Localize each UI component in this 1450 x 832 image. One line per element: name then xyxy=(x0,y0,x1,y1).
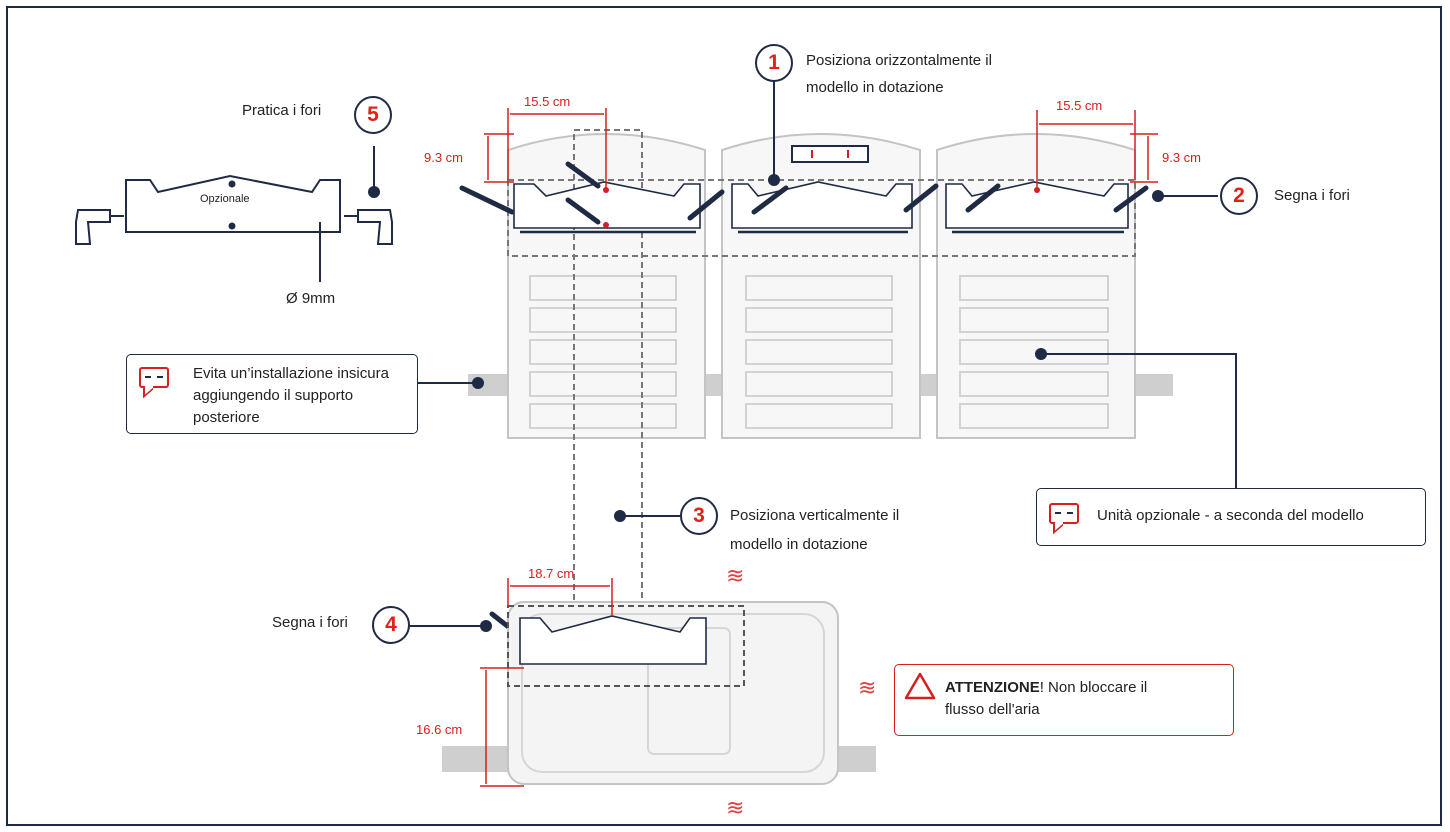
measure-top-right-width: 15.5 cm xyxy=(1056,98,1103,113)
step-3-line2: modello in dotazione xyxy=(730,536,868,553)
speech-bubble-icon xyxy=(1049,503,1079,524)
drill-diameter: Ø 9mm xyxy=(286,290,336,307)
unit-right xyxy=(936,133,1136,439)
measure-top-left-height: 9.3 cm xyxy=(424,150,464,165)
level-icon xyxy=(791,145,869,163)
leader-lines xyxy=(319,78,1237,627)
horizontal-template-outline xyxy=(507,179,1136,257)
warning-triangle-icon xyxy=(904,672,936,700)
measure-top-right-height: 9.3 cm xyxy=(1162,150,1202,165)
measure-lines-top-left xyxy=(484,108,607,190)
measure-lines-top-right xyxy=(1036,110,1158,190)
heat-wave-icon: ≋ xyxy=(858,676,877,701)
step-3-line1: Posiziona verticalmente il xyxy=(730,507,900,524)
optional-unit-callout: Unità opzionale - a seconda del modello xyxy=(1036,488,1426,546)
step-1-badge: 1 xyxy=(755,44,793,82)
measure-lines-bottom xyxy=(480,578,613,787)
drill-icon xyxy=(75,209,393,245)
measure-top-left-width: 15.5 cm xyxy=(524,94,571,109)
bracket-template-bottom xyxy=(519,615,707,665)
warning-callout: ATTENZIONE! Non bloccare il flusso dell'… xyxy=(894,664,1234,736)
leader-dots xyxy=(368,174,1164,632)
bottom-template-outline xyxy=(507,605,745,687)
speech-bubble-icon xyxy=(139,367,169,388)
step-4-badge: 4 xyxy=(372,606,410,644)
drill-template xyxy=(125,174,341,233)
warning-rest-line1: ! Non bloccare il xyxy=(1039,679,1148,696)
measure-bottom-height: 16.6 cm xyxy=(416,722,463,737)
step-4-text: Segna i fori xyxy=(272,614,348,631)
rear-support-line3: posteriore xyxy=(193,409,260,426)
step-2-text: Segna i fori xyxy=(1274,187,1350,204)
measure-bottom-width: 18.7 cm xyxy=(528,566,575,581)
optional-unit-text: Unità opzionale - a seconda del modello xyxy=(1097,507,1364,524)
step-5-badge: 5 xyxy=(354,96,392,134)
warning-bold: ATTENZIONE xyxy=(945,679,1040,696)
rear-support-line2: aggiungendo il supporto xyxy=(193,387,354,404)
step-2-badge: 2 xyxy=(1220,177,1258,215)
rear-support-callout: Evita un’installazione insicura aggiunge… xyxy=(126,354,418,434)
heat-wave-icon: ≋ xyxy=(726,564,745,589)
unit-bottom xyxy=(507,601,839,785)
step-1-line2: modello in dotazione xyxy=(806,79,944,96)
warning-line2: flusso dell'aria xyxy=(945,701,1040,718)
step-5-text: Pratica i fori xyxy=(242,102,322,119)
step-3-badge: 3 xyxy=(680,497,718,535)
warning-line1: ATTENZIONE! Non bloccare il xyxy=(945,677,1233,699)
drill-template-label: Opzionale xyxy=(200,193,250,205)
heat-wave-icon: ≋ xyxy=(726,796,745,821)
rear-support-line1: Evita un’installazione insicura xyxy=(193,365,389,382)
step-1-line1: Posiziona orizzontalmente il xyxy=(806,52,992,69)
